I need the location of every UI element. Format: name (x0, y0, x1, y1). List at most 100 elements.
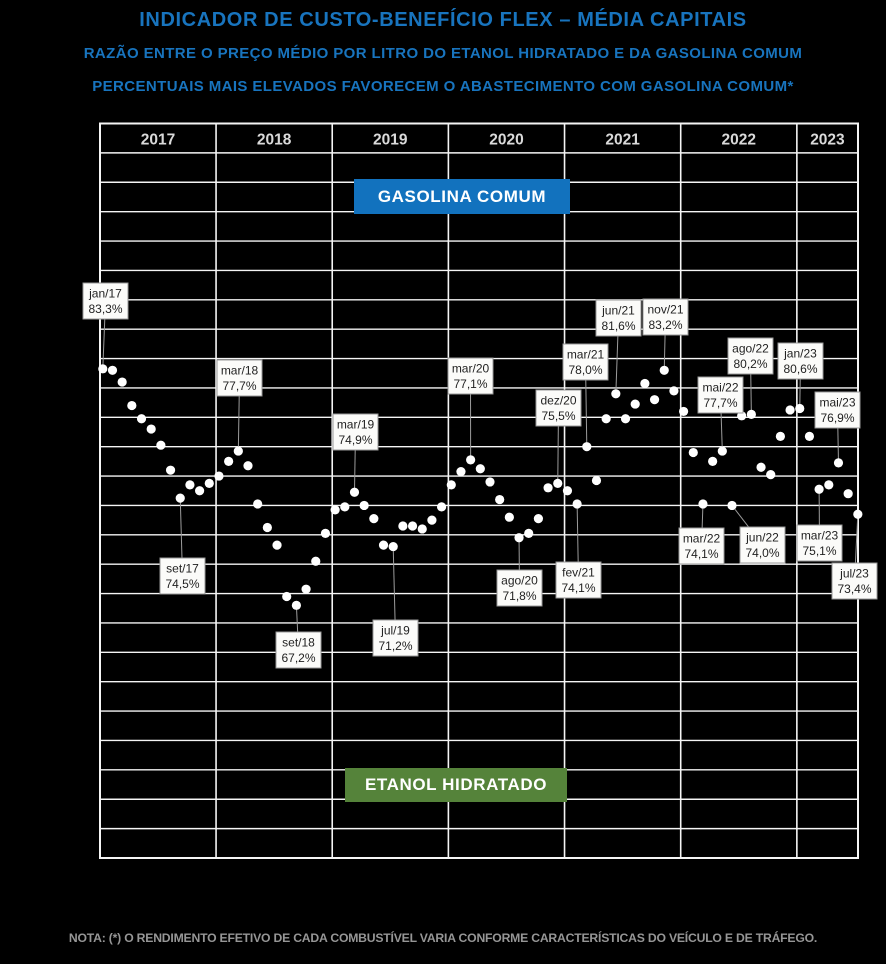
data-point (708, 456, 718, 466)
data-point (427, 515, 437, 525)
data-point (853, 509, 863, 519)
chart-border (99, 122, 859, 859)
data-point (475, 464, 485, 474)
point-label-value: 77,1% (453, 377, 487, 391)
data-point (630, 399, 640, 409)
point-label-box (555, 561, 602, 599)
point-label-month: nov/21 (647, 303, 683, 317)
data-point (224, 456, 234, 466)
data-point (756, 462, 766, 472)
point-label-box (82, 282, 129, 320)
year-label: 2021 (605, 132, 640, 149)
point-label-box (535, 389, 582, 427)
point-label-month: mai/23 (819, 396, 855, 410)
point-label-value: 75,1% (802, 544, 836, 558)
data-point (572, 499, 582, 509)
point-label-box (332, 413, 379, 451)
point-label-value: 76,9% (820, 411, 854, 425)
data-point (359, 500, 369, 511)
data-point (495, 494, 505, 505)
data-point (562, 486, 573, 496)
data-point (533, 514, 544, 524)
data-point (746, 409, 756, 419)
point-label-box (595, 299, 642, 337)
data-point (330, 505, 340, 515)
data-point (117, 377, 127, 387)
point-label-box (216, 359, 263, 397)
point-label-box (796, 524, 843, 562)
point-label-month: mar/18 (221, 364, 259, 378)
data-point (437, 502, 447, 512)
point-label-value: 83,3% (88, 302, 122, 316)
point-label-value: 74,9% (338, 433, 372, 447)
data-point (233, 446, 243, 456)
data-point (669, 386, 679, 396)
point-label-month: mar/21 (567, 348, 605, 362)
point-label-value: 81,6% (601, 319, 635, 333)
data-point (185, 480, 195, 490)
point-label-value: 73,4% (837, 582, 871, 596)
data-point (485, 477, 495, 487)
etanol-hidratado-badge: ETANOL HIDRATADO (345, 768, 567, 802)
point-label-month: jan/23 (783, 347, 817, 361)
point-label-month: set/17 (166, 562, 199, 576)
data-point (98, 364, 108, 374)
data-point (398, 521, 408, 531)
point-label-value: 74,1% (561, 581, 595, 595)
point-label-value: 77,7% (222, 379, 256, 393)
point-label-value: 83,2% (648, 318, 682, 332)
data-point (311, 556, 321, 566)
data-point (543, 483, 553, 493)
point-label-box (275, 631, 322, 669)
data-point (814, 484, 824, 494)
data-point (795, 403, 805, 414)
point-label-month: jun/22 (745, 531, 779, 545)
point-label-month: mar/19 (337, 418, 375, 432)
data-point (582, 442, 592, 452)
data-point (833, 458, 844, 468)
data-point (843, 489, 853, 499)
data-point (195, 486, 205, 496)
data-point (175, 493, 185, 503)
point-label-box (562, 343, 609, 381)
point-label-month: jul/23 (839, 567, 869, 581)
data-point (378, 540, 389, 550)
point-label-box (739, 526, 786, 564)
point-label-value: 74,0% (745, 546, 779, 560)
data-point (243, 461, 253, 471)
data-point (698, 499, 708, 509)
point-label-month: mar/22 (683, 532, 721, 546)
year-label: 2023 (810, 132, 845, 149)
point-label-value: 75,5% (541, 409, 575, 423)
data-point (514, 533, 524, 543)
point-label-value: 77,7% (703, 396, 737, 410)
point-label-box (831, 562, 878, 600)
data-point (407, 521, 418, 531)
point-label-month: fev/21 (562, 566, 595, 580)
data-point (640, 378, 650, 389)
point-label-month: jun/21 (601, 304, 635, 318)
data-point (737, 411, 747, 421)
data-point (504, 512, 514, 522)
data-point (146, 424, 156, 434)
data-point (553, 478, 563, 489)
point-label-box (496, 569, 543, 607)
data-point (679, 406, 689, 417)
year-label: 2019 (373, 132, 408, 149)
data-point (253, 499, 263, 509)
footnote: NOTA: (*) O RENDIMENTO EFETIVO DE CADA C… (68, 931, 818, 945)
point-label-value: 74,5% (165, 577, 199, 591)
year-label: 2022 (722, 132, 756, 149)
data-point (601, 414, 611, 424)
data-point (107, 365, 118, 375)
data-point (369, 514, 379, 524)
point-label-box (814, 391, 861, 429)
point-label-value: 78,0% (568, 363, 602, 377)
data-point (785, 405, 795, 415)
page-subtitle-2: PERCENTUAIS MAIS ELEVADOS FAVORECEM O AB… (92, 78, 794, 95)
point-label-box (777, 342, 824, 380)
point-label-month: mar/23 (801, 529, 839, 543)
point-label-month: ago/22 (732, 342, 769, 356)
data-point (282, 591, 292, 602)
